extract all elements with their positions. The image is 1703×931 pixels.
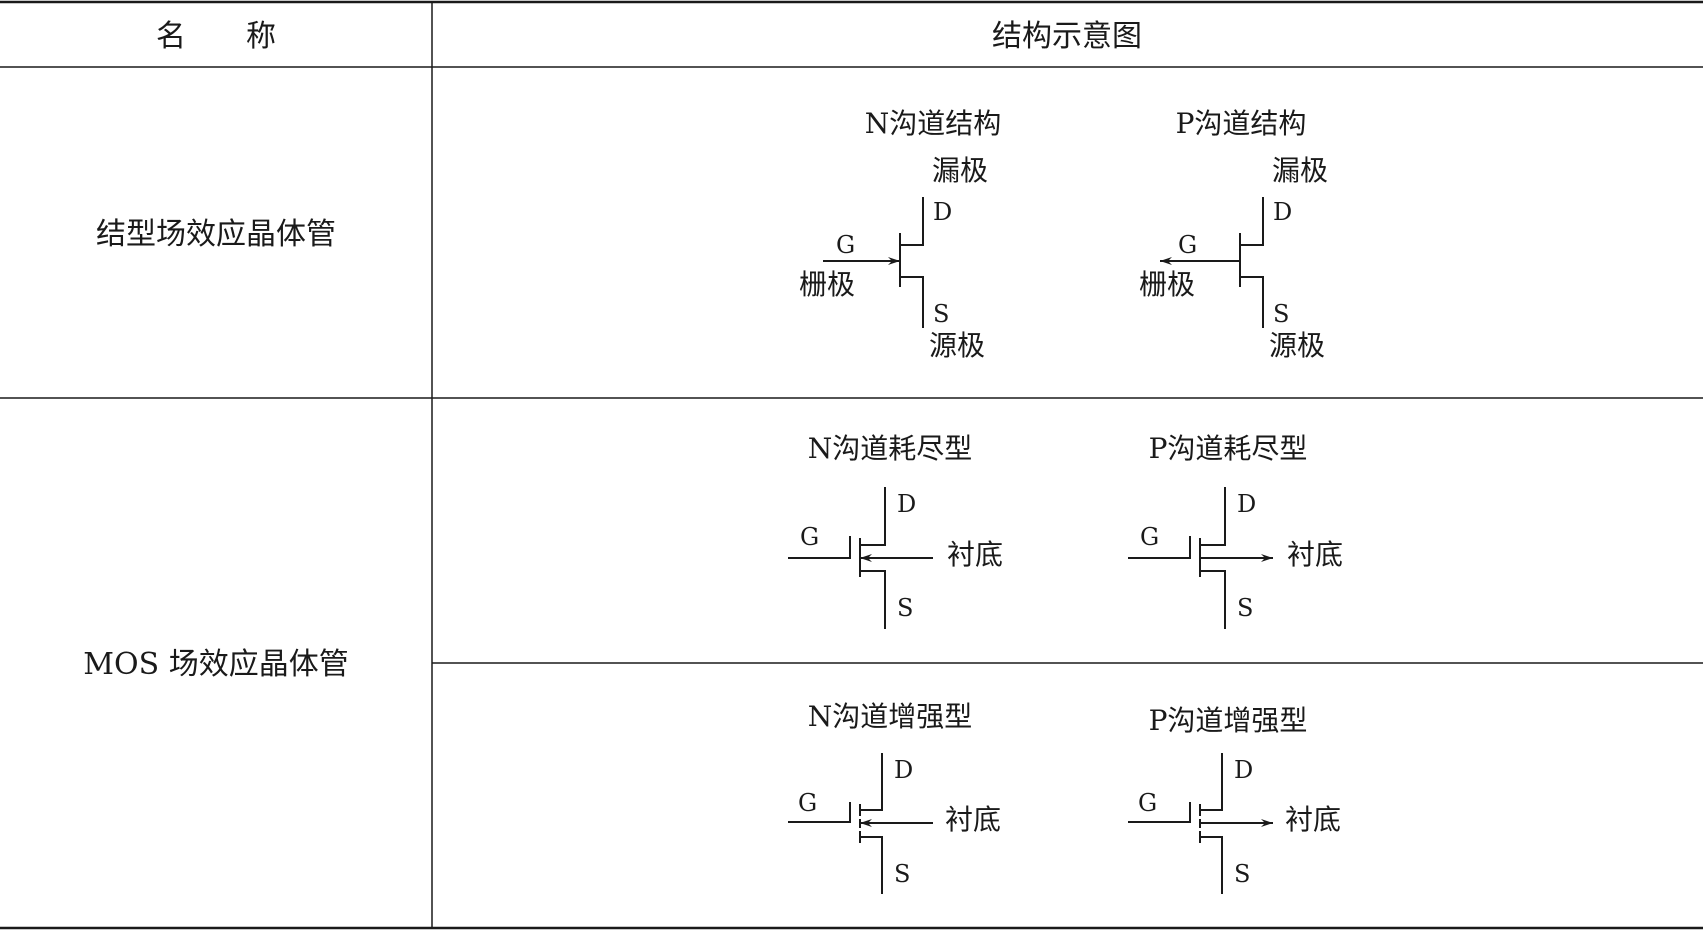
jfet-p-channel-diagram: P沟道结构 漏极 D G 栅极 S 源极 xyxy=(1139,107,1328,362)
mos-p-enh-drain-lead xyxy=(1200,753,1223,811)
jfet-n-title: N沟道结构 xyxy=(865,107,1002,140)
mos-p-enh-d: D xyxy=(1234,756,1253,784)
mos-n-enh-d: D xyxy=(894,756,913,784)
header-name: 名 称 xyxy=(156,19,276,54)
jfet-p-drain-label: 漏极 xyxy=(1272,154,1328,187)
mos-n-dep-title: N沟道耗尽型 xyxy=(808,432,973,465)
mos-n-dep-s: S xyxy=(897,594,913,622)
mos-p-enhancement-diagram: P沟道增强型 D G S 衬底 xyxy=(1128,704,1341,894)
mos-n-enh-substrate: 衬底 xyxy=(945,803,1001,836)
mos-p-dep-substrate: 衬底 xyxy=(1287,538,1343,571)
mos-p-dep-g: G xyxy=(1140,523,1159,551)
jfet-n-g: G xyxy=(836,231,855,259)
mos-n-dep-d: D xyxy=(897,490,916,518)
jfet-n-s: S xyxy=(933,300,949,328)
mos-p-enh-substrate: 衬底 xyxy=(1285,803,1341,836)
jfet-p-title: P沟道结构 xyxy=(1176,107,1307,140)
mos-p-enh-g: G xyxy=(1138,789,1157,817)
mos-n-dep-substrate: 衬底 xyxy=(947,538,1003,571)
mos-n-enh-drain-lead xyxy=(860,753,883,811)
mos-n-depletion-diagram: N沟道耗尽型 D G S 衬底 xyxy=(788,432,1003,629)
jfet-n-source-label: 源极 xyxy=(929,329,985,362)
mos-n-enh-source-lead xyxy=(860,836,883,894)
mos-n-dep-gate xyxy=(788,536,851,559)
mos-p-dep-source-lead xyxy=(1200,570,1226,629)
mos-p-enh-title: P沟道增强型 xyxy=(1149,704,1308,737)
mos-p-enh-s: S xyxy=(1234,860,1250,888)
mos-n-enh-g: G xyxy=(798,789,817,817)
mos-p-dep-title: P沟道耗尽型 xyxy=(1149,432,1308,465)
jfet-n-drain-label: 漏极 xyxy=(932,154,988,187)
mos-p-depletion-diagram: P沟道耗尽型 D G S 衬底 xyxy=(1128,432,1343,629)
jfet-n-d: D xyxy=(933,198,952,226)
header-diagram: 结构示意图 xyxy=(992,19,1142,54)
mos-p-dep-s: S xyxy=(1237,594,1253,622)
mos-p-enh-source-lead xyxy=(1200,836,1223,894)
jfet-p-s: S xyxy=(1273,300,1289,328)
mos-p-dep-gate xyxy=(1128,536,1191,559)
mos-n-dep-source-lead xyxy=(860,570,886,629)
jfet-p-g: G xyxy=(1178,231,1197,259)
mos-n-enhancement-diagram: N沟道增强型 D G S 衬底 xyxy=(788,700,1001,894)
mos-n-dep-drain-lead xyxy=(860,487,886,546)
mos-p-dep-d: D xyxy=(1237,490,1256,518)
jfet-p-gate-label: 栅极 xyxy=(1139,268,1195,301)
jfet-n-channel-diagram: N沟道结构 漏极 D G 栅极 S 源极 xyxy=(799,107,1001,362)
row-name-jfet: 结型场效应晶体管 xyxy=(96,217,336,252)
mos-n-dep-g: G xyxy=(800,523,819,551)
mos-n-enh-gate xyxy=(788,802,851,823)
mos-p-enh-gate xyxy=(1128,802,1191,823)
jfet-n-drain-lead xyxy=(900,197,924,246)
jfet-p-d: D xyxy=(1273,198,1292,226)
jfet-p-drain-lead xyxy=(1240,197,1264,246)
mos-p-dep-drain-lead xyxy=(1200,487,1226,546)
mos-n-enh-s: S xyxy=(894,860,910,888)
row-name-mos: MOS 场效应晶体管 xyxy=(83,647,348,682)
jfet-n-gate-label: 栅极 xyxy=(799,268,855,301)
jfet-n-source-lead xyxy=(900,276,924,328)
jfet-p-source-label: 源极 xyxy=(1269,329,1325,362)
jfet-p-source-lead xyxy=(1240,276,1264,328)
mos-n-enh-title: N沟道增强型 xyxy=(808,700,973,733)
